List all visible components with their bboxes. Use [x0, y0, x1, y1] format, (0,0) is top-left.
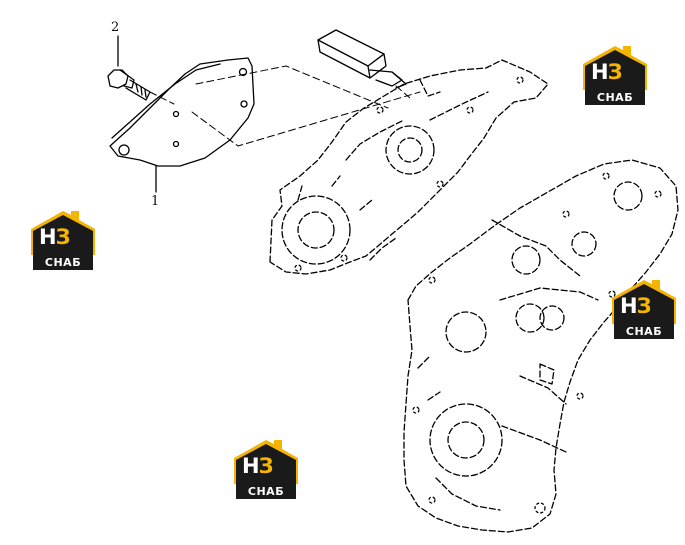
callout-label-2: 2: [111, 20, 120, 35]
logo-letter-right: З: [636, 294, 652, 318]
upper-gear-housing: [269, 59, 549, 275]
logo-letter-right: З: [55, 225, 71, 249]
logo-letter-right: З: [607, 60, 623, 84]
logo-caption: СНАБ: [33, 255, 93, 270]
house-shape-icon: [612, 280, 676, 324]
logo-caption: СНАБ: [585, 90, 645, 105]
bolt-part: [107, 69, 151, 101]
logo-letter-left: Н: [39, 225, 57, 249]
house-shape-icon: [31, 211, 95, 255]
watermark-logo: НЗ СНАБ: [612, 280, 676, 340]
logo-caption: СНАБ: [236, 484, 296, 499]
sensor-part: [317, 29, 407, 89]
logo-letter-left: Н: [620, 294, 638, 318]
cover-plate-part: [109, 57, 255, 167]
logo-caption: СНАБ: [614, 324, 674, 339]
watermark-logo: НЗ СНАБ: [234, 440, 298, 500]
assembly-guide-lines: [149, 65, 421, 147]
logo-letter-left: Н: [591, 60, 609, 84]
watermark-logo: НЗ СНАБ: [583, 46, 647, 106]
house-shape-icon: [234, 440, 298, 484]
logo-letter-left: Н: [242, 454, 260, 478]
callout-label-1: 1: [151, 194, 160, 209]
lower-gear-housing: [403, 159, 679, 533]
house-shape-icon: [583, 46, 647, 90]
watermark-logo: НЗ СНАБ: [31, 211, 95, 271]
logo-letter-right: З: [258, 454, 274, 478]
leader-lines: [117, 35, 157, 193]
